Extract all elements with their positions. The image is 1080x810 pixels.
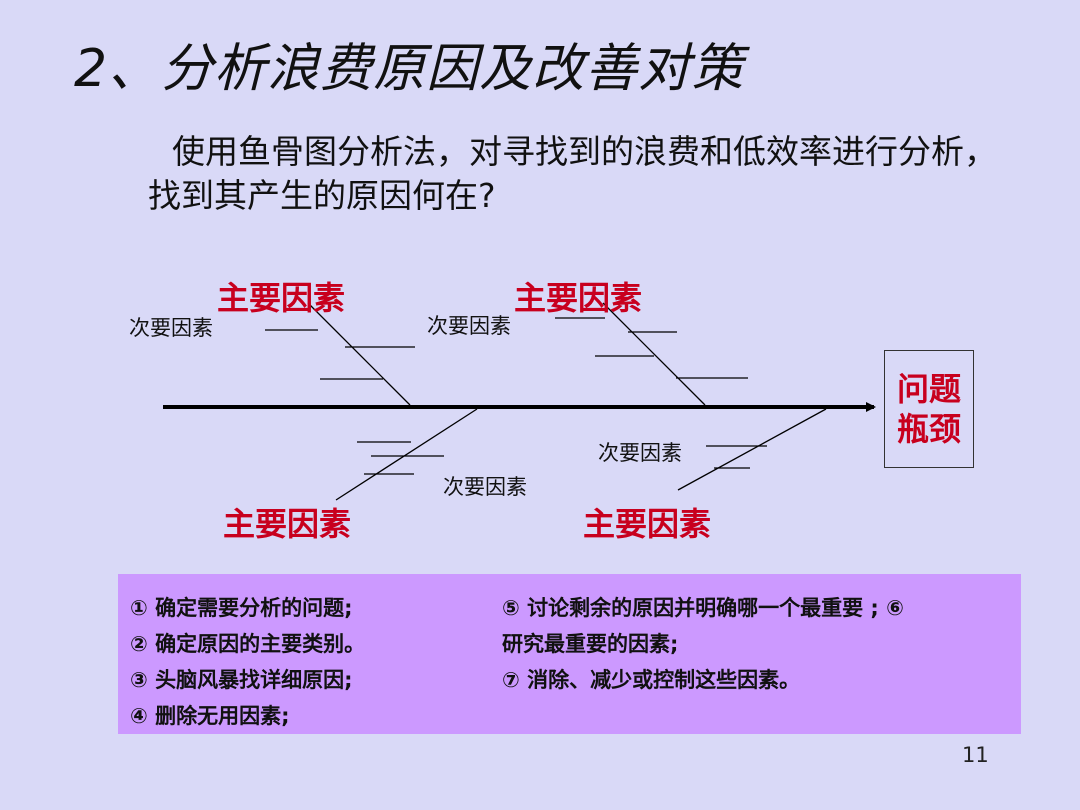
major-bone-top-right — [602, 302, 706, 406]
major-factor-label: 主要因素 — [583, 505, 712, 543]
major-factor-label: 主要因素 — [514, 279, 643, 317]
problem-box: 问题 瓶颈 — [884, 350, 974, 468]
major-bone-top-left — [307, 302, 411, 406]
problem-label-line1: 问题 — [896, 370, 961, 408]
major-bone-bottom-right — [677, 408, 827, 491]
steps-right-column: ⑤ 讨论剩余的原因并明确哪一个最重要 ; ⑥ 研究最重要的因素; ⑦ 消除、减少… — [502, 590, 1002, 698]
slide-title: 2、分析浪费原因及改善对策 — [74, 39, 745, 99]
minor-factor-label: 次要因素 — [129, 316, 213, 340]
step-item: ⑤ 讨论剩余的原因并明确哪一个最重要 ; ⑥ — [502, 596, 904, 620]
major-bone-bottom-left — [335, 408, 478, 501]
step-item: ④ 删除无用因素; — [130, 704, 290, 728]
steps-panel: ① 确定需要分析的问题; ② 确定原因的主要类别。 ③ 头脑风暴找详细原因; ④… — [118, 574, 1021, 734]
step-item: 研究最重要的因素; — [502, 632, 679, 656]
step-item: ③ 头脑风暴找详细原因; — [130, 668, 353, 692]
step-item: ① 确定需要分析的问题; — [130, 596, 353, 620]
minor-factor-label: 次要因素 — [598, 441, 682, 465]
major-factor-label: 主要因素 — [223, 505, 352, 543]
intro-paragraph: 使用鱼骨图分析法，对寻找到的浪费和低效率进行分析，找到其产生的原因何在? — [148, 132, 997, 215]
steps-left-column: ① 确定需要分析的问题; ② 确定原因的主要类别。 ③ 头脑风暴找详细原因; ④… — [130, 590, 490, 734]
problem-label-line2: 瓶颈 — [896, 410, 961, 448]
page-number: 11 — [962, 743, 989, 767]
step-item: ⑦ 消除、减少或控制这些因素。 — [502, 668, 801, 692]
major-factor-label: 主要因素 — [217, 279, 346, 317]
minor-factor-label: 次要因素 — [443, 475, 527, 499]
minor-factor-label: 次要因素 — [427, 314, 511, 338]
step-item: ② 确定原因的主要类别。 — [130, 632, 366, 656]
